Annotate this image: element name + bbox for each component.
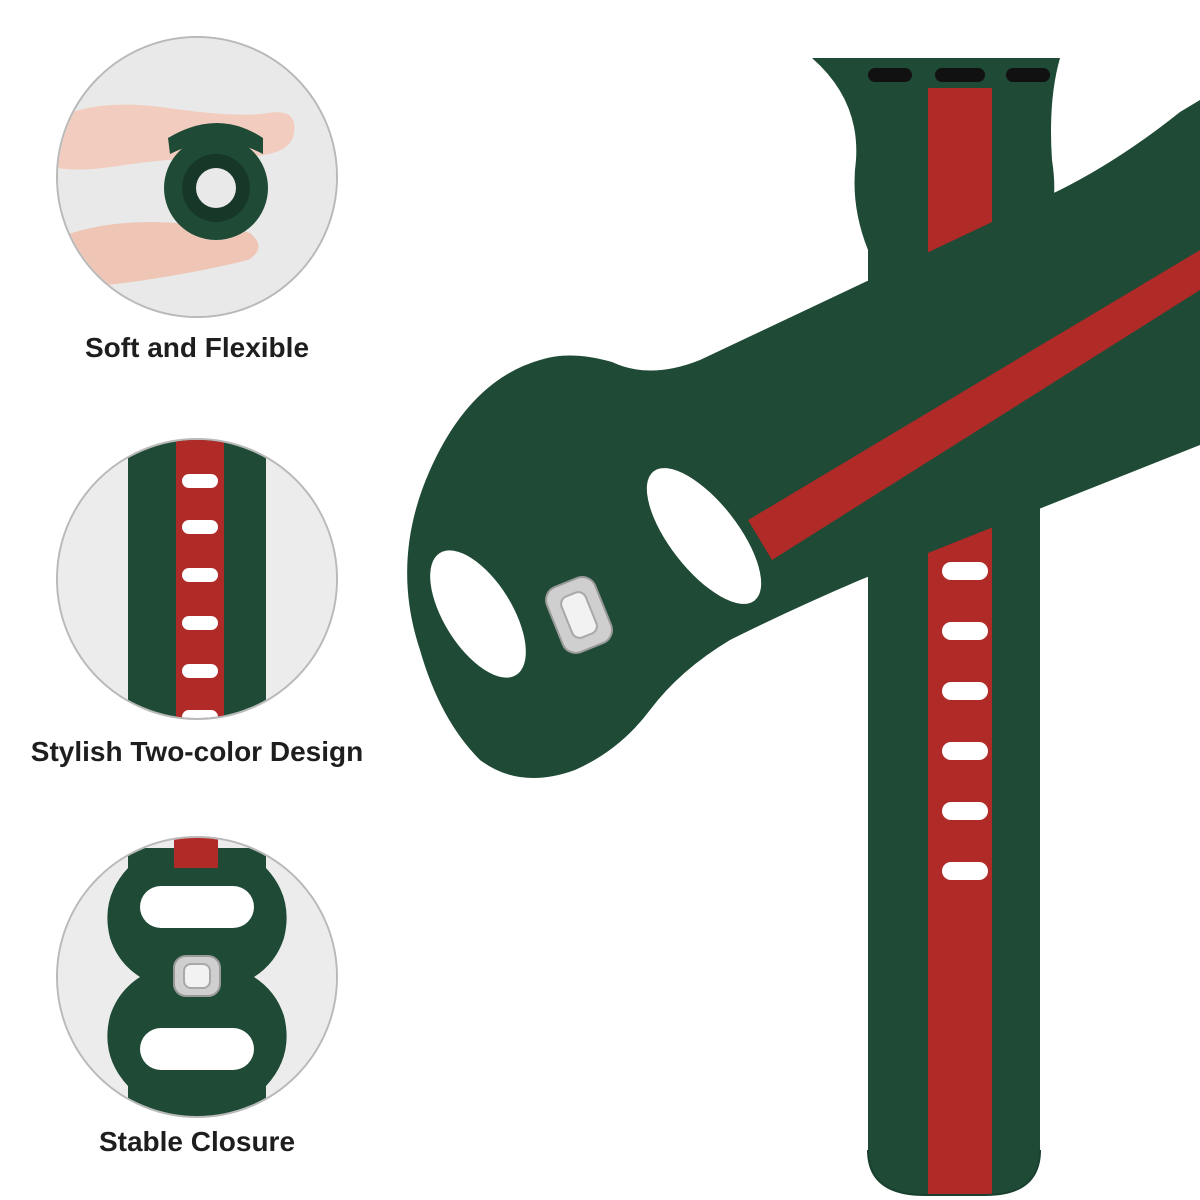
feature-circle-two-color — [56, 438, 338, 720]
metal-stud-icon — [545, 576, 613, 654]
closure-image — [58, 838, 336, 1116]
rolled-band-image — [58, 38, 336, 316]
feature-circle-closure — [56, 836, 338, 1118]
feature-caption-two-color: Stylish Two-color Design — [30, 736, 364, 767]
feature-caption-flexible: Soft and Flexible — [84, 332, 310, 363]
feature-caption-closure: Stable Closure — [98, 1126, 296, 1157]
diagonal-strap — [407, 100, 1200, 778]
two-color-strap-image — [58, 440, 336, 718]
feature-circle-flexible — [56, 36, 338, 318]
metal-stud-icon — [173, 955, 221, 997]
